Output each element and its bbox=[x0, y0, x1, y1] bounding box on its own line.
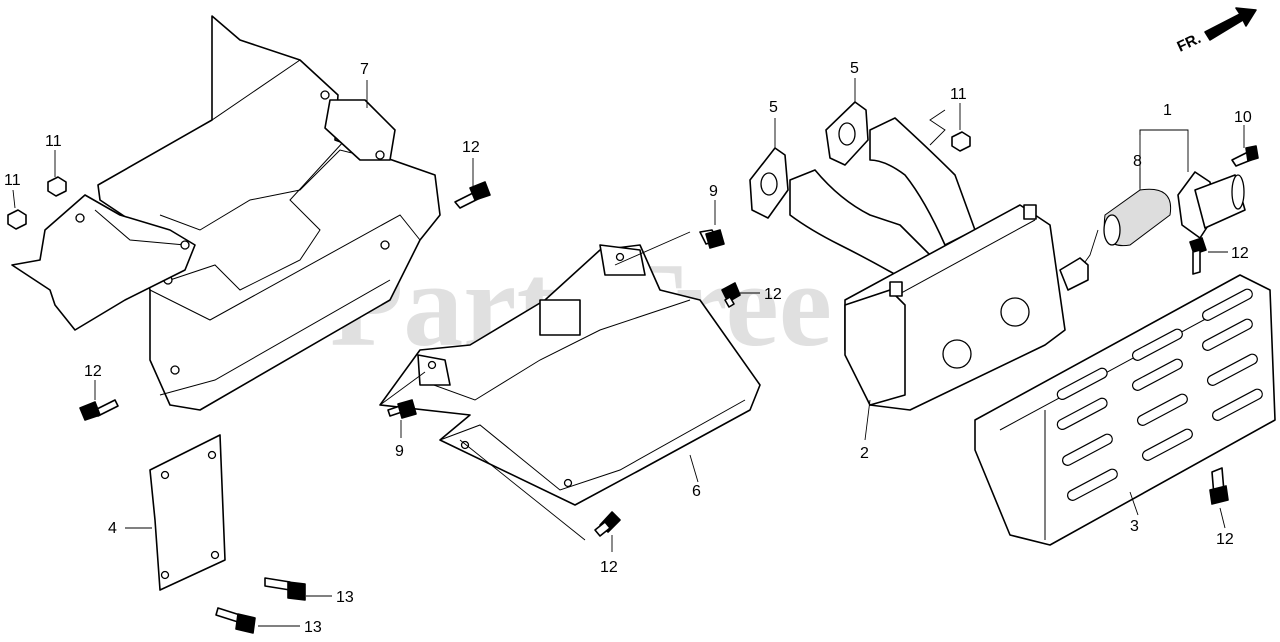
plate-hole bbox=[180, 240, 190, 250]
callout-13-lower[interactable]: 13 bbox=[304, 619, 322, 636]
callout-2[interactable]: 2 bbox=[860, 445, 869, 462]
callout-4[interactable]: 4 bbox=[108, 520, 117, 537]
callout-9-top[interactable]: 9 bbox=[709, 183, 718, 200]
leader-lines bbox=[12, 78, 1245, 627]
muffler-stud bbox=[1023, 204, 1037, 220]
muffler-outlet bbox=[1059, 257, 1089, 291]
part-gasket-a[interactable] bbox=[749, 147, 789, 219]
callout-6[interactable]: 6 bbox=[692, 483, 701, 500]
part-spark-arrester-screen[interactable] bbox=[1103, 188, 1172, 247]
part-side-plate[interactable] bbox=[11, 194, 196, 331]
bracket-hole bbox=[375, 150, 385, 160]
bolt-12-left[interactable] bbox=[79, 399, 119, 421]
callout-labels: 1 2 3 4 5 5 6 7 8 9 9 10 11 11 11 12 12 … bbox=[4, 60, 1252, 636]
muffler-end-cap bbox=[844, 289, 906, 406]
bolt-12-center[interactable] bbox=[594, 511, 621, 537]
front-arrow-icon bbox=[1204, 7, 1257, 41]
part-mounting-plate[interactable] bbox=[149, 434, 226, 591]
callout-9-bottom[interactable]: 9 bbox=[395, 443, 404, 460]
callout-1[interactable]: 1 bbox=[1163, 102, 1172, 119]
bolt-9-top[interactable] bbox=[699, 229, 725, 249]
callout-12-center[interactable]: 12 bbox=[600, 559, 618, 576]
callout-11-right[interactable]: 11 bbox=[950, 86, 967, 103]
callout-7[interactable]: 7 bbox=[360, 61, 369, 78]
bolt-13-upper[interactable] bbox=[264, 577, 306, 601]
callout-5-left[interactable]: 5 bbox=[769, 99, 778, 116]
part-gasket-b[interactable] bbox=[825, 101, 869, 166]
bracket-body bbox=[97, 15, 441, 411]
bolt-13-lower[interactable] bbox=[215, 607, 256, 634]
callout-12-upper-left[interactable]: 12 bbox=[462, 139, 480, 156]
bracket-hole bbox=[320, 90, 330, 100]
front-direction-indicator: FR. bbox=[1175, 7, 1257, 56]
bolt-10[interactable] bbox=[1231, 145, 1259, 167]
front-label: FR. bbox=[1175, 30, 1204, 56]
callout-13-upper[interactable]: 13 bbox=[336, 589, 354, 606]
bolt-12-middle[interactable] bbox=[721, 282, 741, 308]
callout-12-right-lower[interactable]: 12 bbox=[1216, 531, 1234, 548]
bolt-12-right-upper[interactable] bbox=[1189, 237, 1207, 275]
callout-11-left[interactable]: 11 bbox=[4, 172, 21, 189]
muffler-stud bbox=[889, 281, 903, 297]
callout-12-left[interactable]: 12 bbox=[84, 363, 102, 380]
bolt-12-right-lower[interactable] bbox=[1209, 467, 1229, 505]
bolt-9-bottom[interactable] bbox=[387, 399, 417, 419]
nut-11-mid-left[interactable] bbox=[47, 176, 67, 197]
muffler-boss bbox=[942, 339, 972, 369]
exhaust-pipe-rear bbox=[869, 117, 976, 246]
callout-5-right[interactable]: 5 bbox=[850, 60, 859, 77]
callout-10[interactable]: 10 bbox=[1234, 109, 1252, 126]
bolt-12-upper-left[interactable] bbox=[454, 181, 491, 209]
nut-11-right[interactable] bbox=[951, 131, 971, 152]
shield-tab bbox=[417, 354, 451, 386]
muffler-boss bbox=[1000, 297, 1030, 327]
lower-shield-body bbox=[379, 244, 761, 506]
part-lower-heat-shield[interactable] bbox=[379, 244, 761, 506]
callout-8[interactable]: 8 bbox=[1133, 153, 1142, 170]
protector-slots bbox=[1056, 288, 1263, 501]
callout-12-right-upper[interactable]: 12 bbox=[1231, 245, 1249, 262]
protector-body bbox=[974, 274, 1276, 546]
part-muffler[interactable] bbox=[789, 117, 1089, 411]
bracket-hole bbox=[380, 240, 390, 250]
callout-12-middle[interactable]: 12 bbox=[764, 286, 782, 303]
callout-11-mid-left[interactable]: 11 bbox=[45, 133, 62, 150]
exhaust-pipe-front bbox=[789, 169, 931, 281]
bracket-hole bbox=[170, 365, 180, 375]
bracket-top-tab bbox=[324, 99, 396, 161]
side-plate-body bbox=[11, 194, 196, 331]
callout-3[interactable]: 3 bbox=[1130, 518, 1139, 535]
plate-hole bbox=[75, 213, 85, 223]
nut-11-left[interactable] bbox=[7, 209, 27, 230]
part-muffler-protector[interactable] bbox=[974, 274, 1276, 546]
part-outlet-pipe[interactable] bbox=[1177, 171, 1246, 239]
part-heat-shield-bracket[interactable] bbox=[97, 15, 441, 411]
